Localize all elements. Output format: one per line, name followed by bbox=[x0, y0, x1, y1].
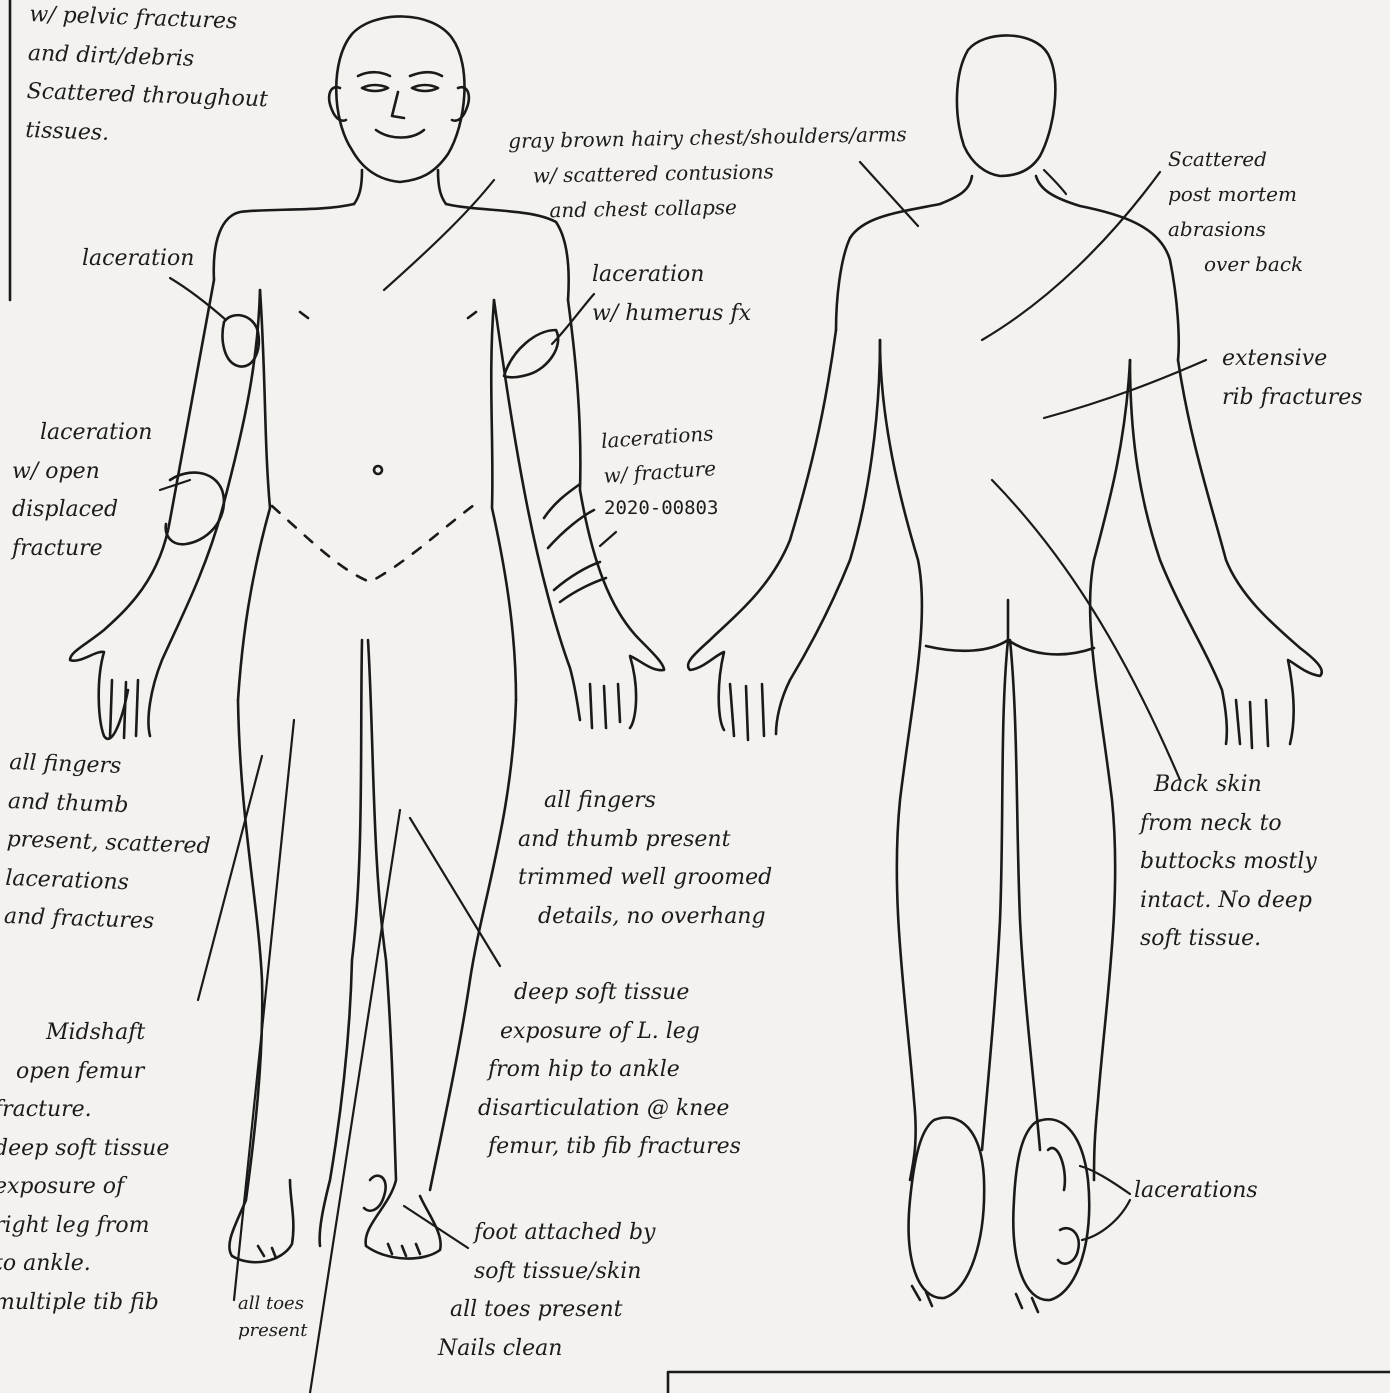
note-line: laceration bbox=[12, 414, 152, 453]
note-line: all fingers bbox=[9, 744, 214, 790]
case-number: 2020-00803 bbox=[604, 492, 718, 525]
note-foot-attached: foot attached by soft tissue/skin all to… bbox=[438, 1214, 655, 1368]
note-lacerations-heel: lacerations bbox=[1134, 1172, 1258, 1211]
note-pelvic-fractures: w/ pelvic fractures and dirt/debris Scat… bbox=[25, 0, 272, 158]
note-chest: gray brown hairy chest/shoulders/arms w/… bbox=[508, 117, 908, 229]
note-line: exposure of L. leg bbox=[488, 1013, 741, 1052]
note-line: foot attached by bbox=[438, 1214, 655, 1253]
note-midshaft-femur: Midshaft open femur fracture. deep soft … bbox=[0, 1014, 169, 1322]
note-fingers-left: all fingers and thumb present, scattered… bbox=[3, 744, 214, 944]
note-line: w/ humerus fx bbox=[592, 295, 751, 334]
note-line: w/ open bbox=[12, 453, 152, 492]
note-line: intact. No deep bbox=[1140, 882, 1317, 921]
note-line: fracture. bbox=[0, 1091, 169, 1130]
note-line: and chest collapse bbox=[509, 187, 908, 229]
note-line: extensive bbox=[1222, 340, 1363, 379]
note-rib-fractures: extensive rib fractures bbox=[1222, 340, 1363, 417]
note-line: rib fractures bbox=[1222, 379, 1363, 418]
note-line: exposure of bbox=[0, 1168, 169, 1207]
note-line: Midshaft bbox=[0, 1014, 169, 1053]
note-line: present, scattered bbox=[6, 821, 211, 867]
note-line: femur, tib fib fractures bbox=[488, 1128, 741, 1167]
note-line: trimmed well groomed bbox=[518, 859, 772, 898]
note-line: and thumb present bbox=[518, 821, 772, 860]
note-line: soft tissue. bbox=[1140, 920, 1317, 959]
note-line: from neck to bbox=[1140, 805, 1317, 844]
note-line: and fractures bbox=[3, 898, 208, 944]
note-line: buttocks mostly bbox=[1140, 843, 1317, 882]
note-abrasions-back: Scattered post mortem abrasions over bac… bbox=[1168, 142, 1303, 282]
bottom-box-outline bbox=[668, 1372, 1390, 1393]
note-line: multiple tib fib bbox=[0, 1284, 169, 1323]
note-line: to ankle. bbox=[0, 1245, 169, 1284]
note-deep-soft-tissue-left-leg: deep soft tissue exposure of L. leg from… bbox=[488, 974, 741, 1167]
note-line: present bbox=[238, 1317, 308, 1344]
note-line: right leg from bbox=[0, 1207, 169, 1246]
note-fingers-right: all fingers and thumb present trimmed we… bbox=[518, 782, 772, 936]
note-back-skin: Back skin from neck to buttocks mostly i… bbox=[1140, 766, 1317, 959]
note-line: lacerations bbox=[1134, 1172, 1258, 1211]
note-laceration-humerus: laceration w/ humerus fx bbox=[592, 256, 751, 333]
note-laceration-upper-arm: laceration bbox=[82, 240, 194, 279]
note-line: laceration bbox=[592, 256, 751, 295]
note-line: details, no overhang bbox=[518, 898, 772, 937]
note-line: Scattered bbox=[1168, 142, 1303, 177]
note-line: laceration bbox=[82, 240, 194, 279]
note-line: gray brown hairy chest/shoulders/arms bbox=[508, 117, 907, 159]
note-line: from hip to ankle bbox=[488, 1051, 741, 1090]
note-line: deep soft tissue bbox=[488, 974, 741, 1013]
note-lacerations-fracture: lacerations w/ fracture bbox=[600, 416, 717, 494]
note-line: post mortem bbox=[1168, 177, 1303, 212]
note-line: all toes bbox=[238, 1290, 308, 1317]
note-line: deep soft tissue bbox=[0, 1130, 169, 1169]
note-line: abrasions bbox=[1168, 212, 1303, 247]
note-line: Nails clean bbox=[438, 1330, 655, 1369]
note-all-toes-present: all toes present bbox=[238, 1290, 308, 1344]
note-line: fracture bbox=[12, 530, 152, 569]
note-line: soft tissue/skin bbox=[438, 1253, 655, 1292]
leader-lines bbox=[160, 162, 1206, 1393]
note-line: all fingers bbox=[518, 782, 772, 821]
note-line: disarticulation @ knee bbox=[478, 1090, 741, 1129]
note-line: all toes present bbox=[438, 1291, 655, 1330]
note-line: displaced bbox=[12, 491, 152, 530]
note-laceration-open-fracture: laceration w/ open displaced fracture bbox=[12, 414, 152, 568]
note-line: Back skin bbox=[1140, 766, 1317, 805]
note-line: over back bbox=[1168, 247, 1303, 282]
note-line: open femur bbox=[0, 1053, 169, 1092]
